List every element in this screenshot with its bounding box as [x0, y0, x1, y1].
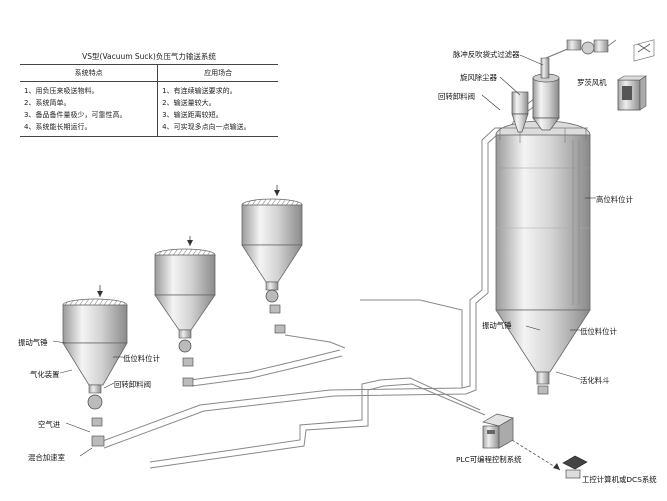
label-rotary-valve-left: 回转卸料阀	[114, 380, 151, 389]
label-low-level-left: 低位料位计	[123, 354, 160, 363]
label-dcs: 工控计算机或DCS系统	[582, 475, 657, 484]
feature-item: 1、用负压来吸送物料。	[24, 87, 99, 95]
leader-lines	[52, 54, 596, 457]
plc-cabinet	[482, 413, 514, 449]
label-high-level: 高位料位计	[596, 195, 633, 204]
signal-line	[511, 439, 561, 471]
storage-silo	[495, 120, 591, 385]
control-cabinet	[617, 75, 647, 111]
feed-silo-3	[241, 185, 303, 303]
label-plc: PLC可编程控制系统	[456, 455, 522, 464]
application-item: 4、可实现多点向一点输送。	[162, 123, 251, 131]
label-mixing-chamber: 混合加速室	[28, 453, 65, 462]
feature-table: 系统特点 应用场合 1、用负压来吸送物料。 2、系统简单。 3、备品备件量极少，…	[20, 64, 278, 137]
application-item: 3、输送距离较短。	[162, 111, 223, 119]
features-cell: 1、用负压来吸送物料。 2、系统简单。 3、备品备件量极少，可靠性高。 4、系统…	[20, 81, 158, 137]
label-low-level-right: 低位料位计	[580, 327, 617, 336]
label-aeration: 气化装置	[30, 370, 60, 379]
roots-blower	[545, 39, 617, 59]
fan-icon	[633, 39, 655, 62]
computer-icon	[562, 455, 588, 479]
table-title: VS型(Vacuum Suck)负压气力输送系统	[82, 52, 216, 61]
label-roots-blower: 罗茨风机	[577, 78, 607, 87]
label-vibrator-left: 振动气锤	[18, 338, 48, 347]
label-rotary-valve-top: 回转卸料阀	[438, 92, 475, 101]
header-features: 系统特点	[20, 64, 158, 82]
label-pulse-filter: 脉冲反吹袋式过滤器	[453, 50, 520, 59]
valve-fittings	[91, 304, 549, 447]
feature-item: 4、系统能长期运行。	[24, 123, 92, 131]
bag-filter	[532, 57, 560, 131]
signal-arrow-icon	[553, 463, 560, 470]
feature-item: 2、系统简单。	[24, 99, 71, 107]
label-fluid-hopper: 活化料斗	[580, 376, 610, 385]
application-item: 2、输送量较大。	[162, 99, 216, 107]
cyclone-separator	[511, 91, 529, 133]
applications-cell: 1、有连续输送要求的。 2、输送量较大。 3、输送距离较短。 4、可实现多点向一…	[157, 81, 278, 137]
feed-silo-1	[62, 285, 128, 410]
application-item: 1、有连续输送要求的。	[162, 87, 237, 95]
label-vibrator-right: 振动气锤	[482, 321, 512, 330]
feature-item: 3、备品备件量极少，可靠性高。	[24, 111, 127, 119]
label-air-inlet: 空气进	[38, 420, 61, 429]
header-applications: 应用场合	[157, 64, 278, 82]
feed-silo-2	[154, 236, 216, 353]
conveying-pipeline	[99, 97, 541, 469]
label-cyclone: 旋风除尘器	[460, 73, 497, 82]
